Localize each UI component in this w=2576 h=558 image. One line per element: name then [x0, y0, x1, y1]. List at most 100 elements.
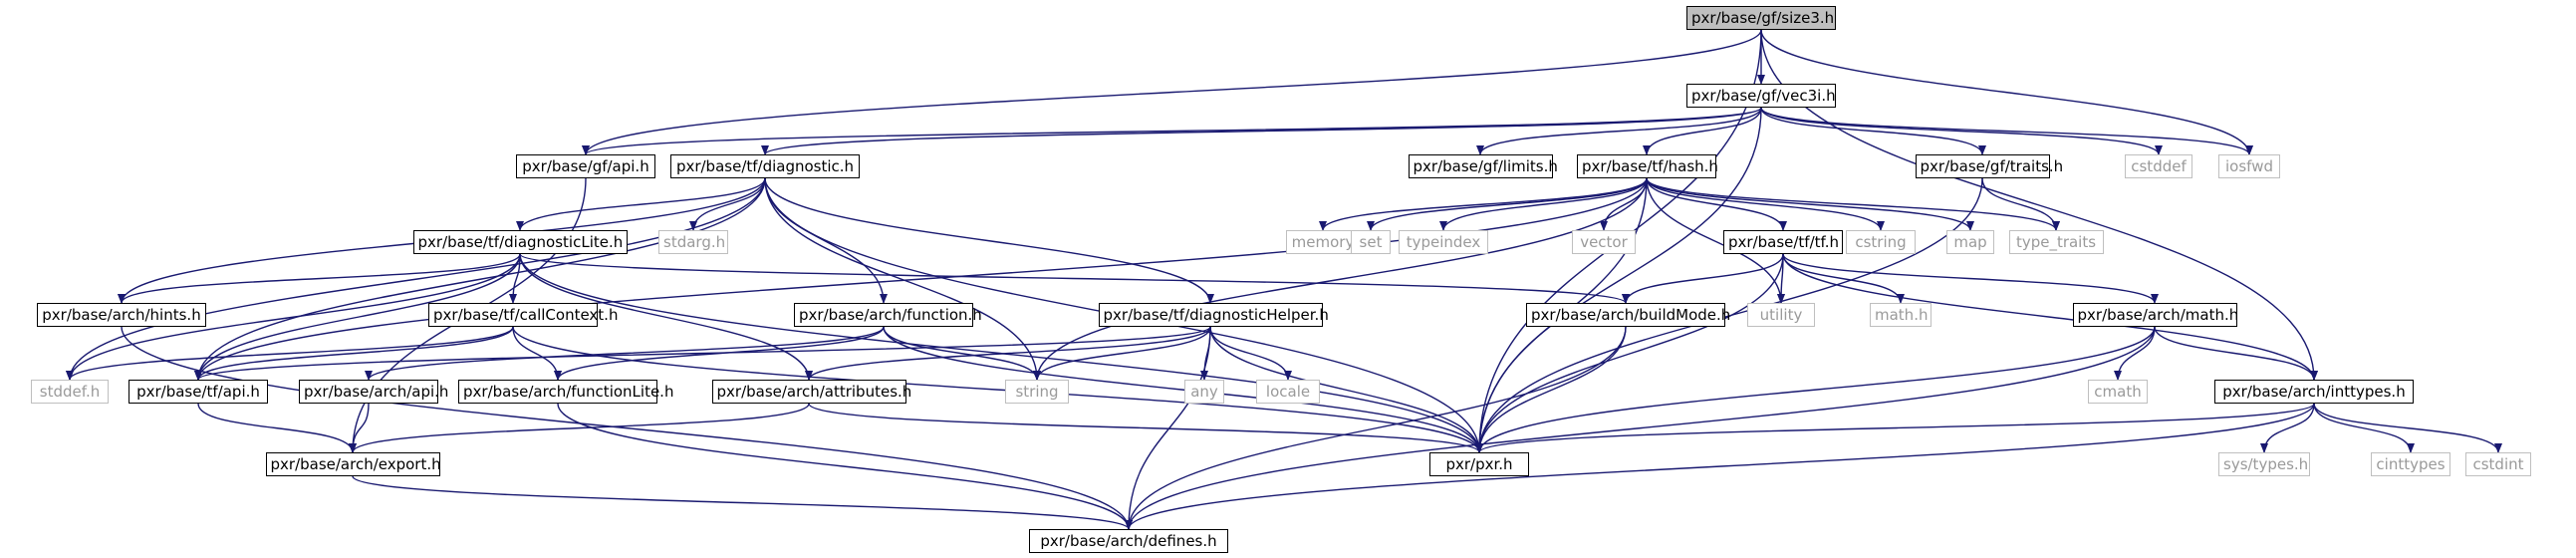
- edge-archmath-to-inttypes: [2154, 326, 2318, 381]
- edge-diaglite-to-hints: [118, 253, 521, 304]
- edge-inttypes-to-defines: [1125, 403, 2315, 530]
- node-stdarg: stdarg.h: [658, 230, 728, 254]
- edge-funclite-to-defines: [557, 403, 1133, 530]
- edge-diaglite-to-attrs: [519, 253, 813, 381]
- node-utility: utility: [1747, 303, 1815, 327]
- edge-hash-to-tfapi: [194, 177, 1648, 381]
- node-vector: vector: [1572, 230, 1636, 254]
- node-funclite[interactable]: pxr/base/arch/functionLite.h: [458, 380, 673, 404]
- node-string: string: [1005, 380, 1069, 404]
- node-locale: locale: [1256, 380, 1320, 404]
- edge-tfapi-to-export: [197, 403, 357, 453]
- edge-hash-to-cstring: [1646, 177, 1885, 231]
- edge-diag-to-tfapi: [194, 177, 766, 381]
- edge-inttypes-to-pxr: [1475, 403, 2315, 453]
- edge-export-to-defines: [352, 475, 1133, 530]
- node-gfapi[interactable]: pxr/base/gf/api.h: [516, 154, 655, 178]
- node-archmath[interactable]: pxr/base/arch/math.h: [2072, 303, 2238, 327]
- edge-diag-to-function: [764, 177, 888, 304]
- edge-buildmode-to-defines: [1125, 326, 1627, 530]
- edge-hash-to-set: [1367, 177, 1648, 231]
- edge-diag-to-stddef: [66, 177, 766, 381]
- edge-diaglite-to-buildmode: [519, 253, 1630, 304]
- node-diag[interactable]: pxr/base/tf/diagnostic.h: [670, 154, 860, 178]
- node-defines[interactable]: pxr/base/arch/defines.h: [1029, 529, 1228, 553]
- edge-hash-to-map: [1646, 177, 1974, 231]
- edge-inttypes-to-cstdint: [2313, 403, 2502, 453]
- edge-tf-to-pxr: [1475, 253, 1784, 453]
- edge-diaglite-to-stddef: [66, 253, 521, 381]
- edge-hash-to-string: [1033, 177, 1648, 381]
- node-attrs[interactable]: pxr/base/arch/attributes.h: [711, 380, 911, 404]
- edge-diag-to-string: [764, 177, 1041, 381]
- edge-hash-to-typetraits: [1646, 177, 2060, 231]
- edge-diaghelper-to-locale: [1209, 326, 1292, 381]
- edge-tf-to-inttypes: [1782, 253, 2318, 381]
- edge-buildmode-to-pxr: [1475, 326, 1627, 453]
- edge-traits-to-typetraits: [1981, 177, 2060, 231]
- edge-archmath-to-pxr: [1475, 326, 2156, 453]
- node-limits[interactable]: pxr/base/gf/limits.h: [1408, 154, 1558, 178]
- node-typeindex: typeindex: [1399, 230, 1488, 254]
- edge-hash-to-typeindex: [1439, 177, 1648, 231]
- node-inttypes[interactable]: pxr/base/arch/inttypes.h: [2214, 380, 2414, 404]
- edge-diaghelper-to-attrs: [805, 326, 1211, 381]
- node-cstddef: cstddef: [2125, 154, 2192, 178]
- edge-size3-to-iosfwd: [1760, 29, 2253, 155]
- node-stddef: stddef.h: [31, 380, 109, 404]
- edge-inttypes-to-systypes: [2260, 403, 2315, 453]
- node-cstring: cstring: [1846, 230, 1916, 254]
- node-export[interactable]: pxr/base/arch/export.h: [265, 452, 441, 476]
- edge-callctx-to-stddef: [66, 326, 514, 381]
- node-mathh: math.h: [1870, 303, 1932, 327]
- edge-diag-to-diaghelper: [764, 177, 1214, 304]
- node-diaglite[interactable]: pxr/base/tf/diagnosticLite.h: [412, 230, 628, 254]
- edge-vec3i-to-iosfwd: [1760, 107, 2253, 155]
- edge-vec3i-to-hash: [1643, 107, 1762, 155]
- edge-attrs-to-export: [349, 403, 810, 453]
- node-cstdint: cstdint: [2465, 452, 2531, 476]
- node-tfapi[interactable]: pxr/base/tf/api.h: [129, 380, 268, 404]
- edge-tf-to-archmath: [1782, 253, 2159, 304]
- edge-diaghelper-to-string: [1033, 326, 1211, 381]
- node-set: set: [1351, 230, 1391, 254]
- edge-attrs-to-pxr: [808, 403, 1483, 453]
- edge-diaghelper-to-defines: [1125, 326, 1211, 530]
- edge-tf-to-mathh: [1782, 253, 1905, 304]
- edge-size3-to-gfapi: [582, 29, 1762, 155]
- edge-function-to-string: [883, 326, 1041, 381]
- node-tf[interactable]: pxr/base/tf/tf.h: [1723, 230, 1843, 254]
- edge-hash-to-memory: [1319, 177, 1648, 231]
- node-function[interactable]: pxr/base/arch/function.h: [794, 303, 982, 327]
- edge-callctx-to-funclite: [512, 326, 562, 381]
- node-buildmode[interactable]: pxr/base/arch/buildMode.h: [1526, 303, 1730, 327]
- node-diaghelper[interactable]: pxr/base/tf/diagnosticHelper.h: [1098, 303, 1329, 327]
- edge-vec3i-to-gfapi: [582, 107, 1762, 155]
- edge-inttypes-to-cinttypes: [2313, 403, 2415, 453]
- edge-diaghelper-to-tfapi: [194, 326, 1211, 381]
- node-pxr[interactable]: pxr/pxr.h: [1429, 452, 1529, 476]
- edge-callctx-to-tfapi: [194, 326, 514, 381]
- node-map: map: [1946, 230, 1994, 254]
- node-hash[interactable]: pxr/base/tf/hash.h: [1577, 154, 1718, 178]
- edge-tf-to-buildmode: [1622, 253, 1784, 304]
- edge-vec3i-to-diag: [761, 107, 1762, 155]
- node-callctx[interactable]: pxr/base/tf/callContext.h: [428, 303, 618, 327]
- edge-vec3i-to-traits: [1760, 107, 1986, 155]
- edge-vec3i-to-limits: [1476, 107, 1762, 155]
- node-archapi[interactable]: pxr/base/arch/api.h: [299, 380, 448, 404]
- node-vec3i[interactable]: pxr/base/gf/vec3i.h: [1686, 84, 1836, 108]
- node-hints[interactable]: pxr/base/arch/hints.h: [37, 303, 206, 327]
- edge-archmath-to-defines: [1125, 326, 2156, 530]
- node-any: any: [1184, 380, 1224, 404]
- node-systypes: sys/types.h: [2218, 452, 2310, 476]
- node-traits[interactable]: pxr/base/gf/traits.h: [1915, 154, 2063, 178]
- node-cinttypes: cinttypes: [2371, 452, 2450, 476]
- edge-diag-to-diaglite: [516, 177, 766, 231]
- edge-hash-to-tf: [1646, 177, 1787, 231]
- node-cmath: cmath: [2088, 380, 2148, 404]
- edge-diag-to-stdarg: [689, 177, 766, 231]
- node-typetraits: type_traits: [2008, 230, 2104, 254]
- node-size3[interactable]: pxr/base/gf/size3.h: [1686, 6, 1836, 30]
